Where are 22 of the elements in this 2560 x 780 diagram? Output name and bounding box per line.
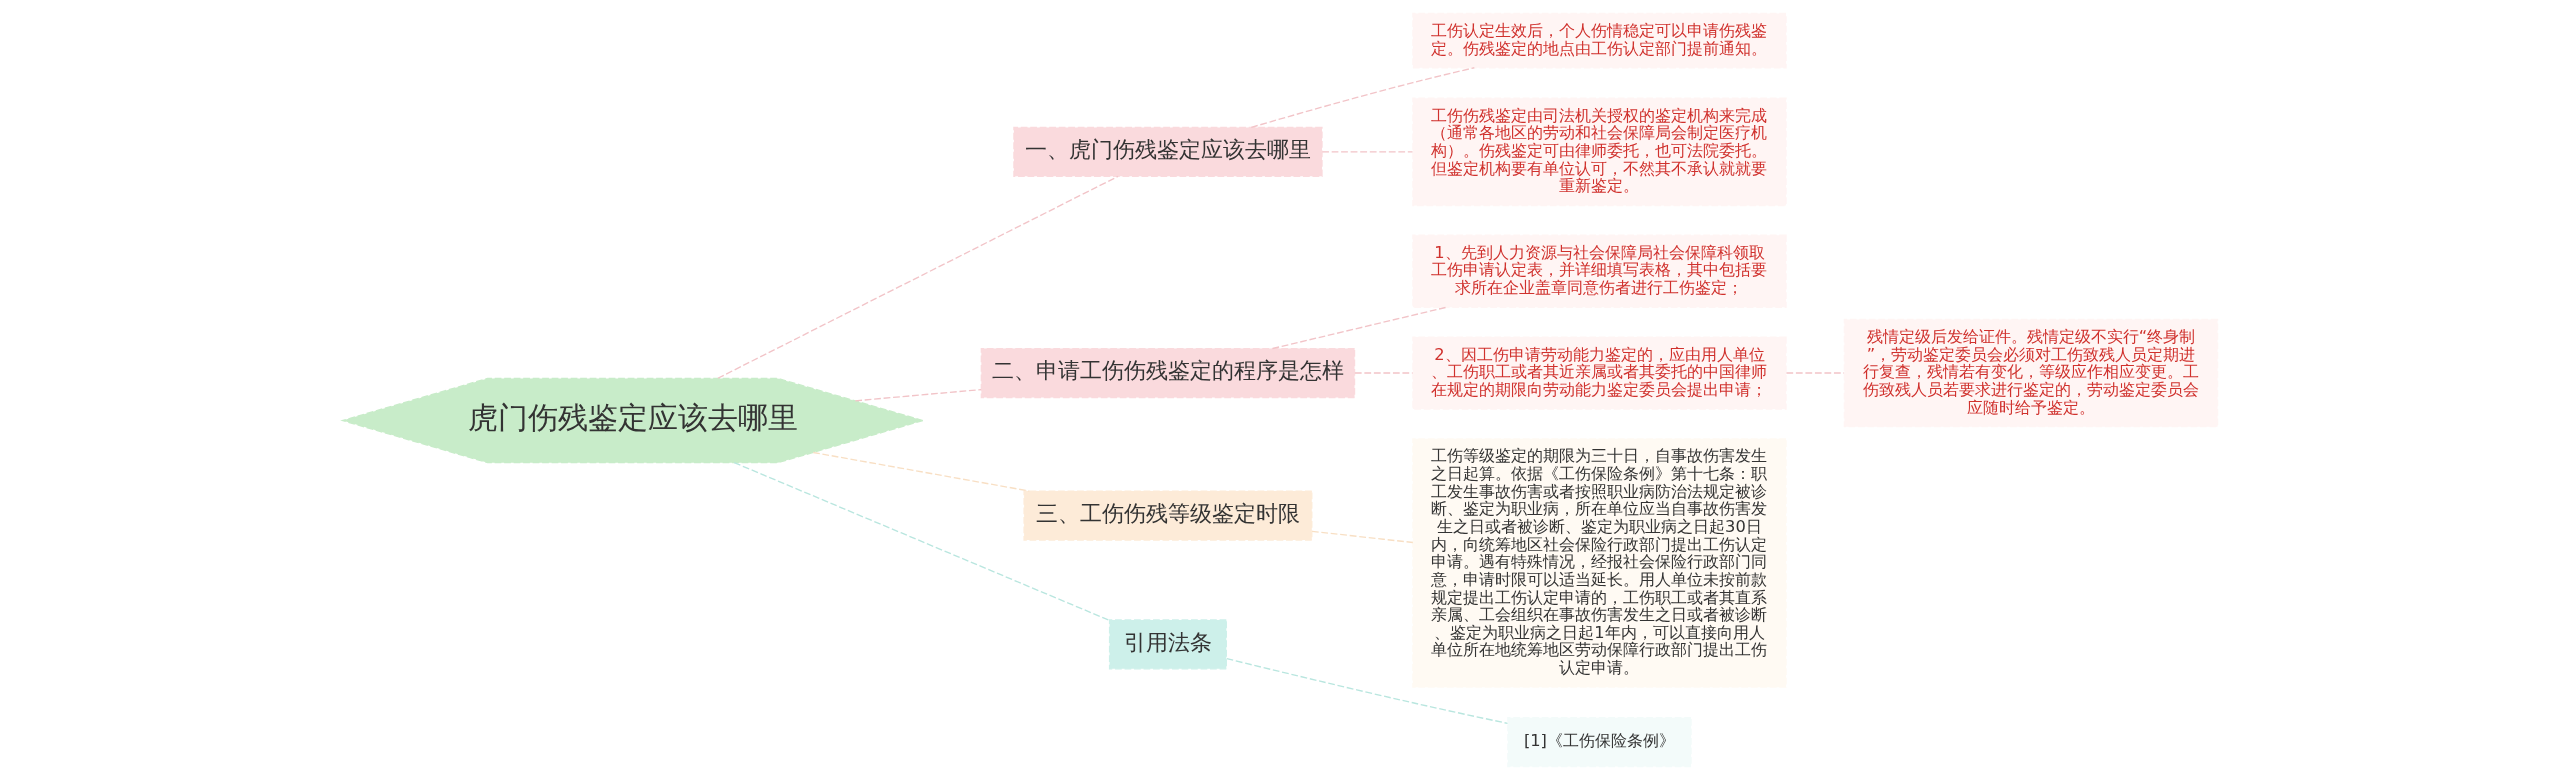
node-box: 2、因工伤申请劳动能力鉴定的，应由用人单位、工伤职工或者其近亲属或者其委托的中国律师在规定的期限向劳动能力鉴定委员会提出申请； — [1412, 336, 1787, 410]
connector — [1271, 306, 1447, 350]
connector — [1226, 657, 1509, 725]
connector — [717, 175, 1119, 379]
node-box: 三、工伤伤残等级鉴定时限 — [1023, 490, 1313, 541]
node-box: 引用法条 — [1108, 619, 1227, 670]
connector — [1785, 372, 1845, 374]
node-box: 二、申请工伤伤残鉴定的程序是怎样 — [980, 347, 1356, 399]
node-box: 一、虎门伤残鉴定应该去哪里 — [1013, 126, 1323, 177]
node-box: 工伤认定生效后，个人伤情稳定可以申请伤残鉴定。伤残鉴定的地点由工伤认定部门提前通知。 — [1412, 12, 1787, 69]
connector — [1321, 151, 1414, 153]
node-box: 工伤伤残鉴定由司法机关授权的鉴定机构来完成（通常各地区的劳动和社会保障局会制定医疗机构）。伤残鉴定可由律师委托，也可法院委托。但鉴定机构要有单位认可，不然其不承认就就要重新鉴定。 — [1412, 97, 1787, 207]
connector — [812, 451, 1030, 492]
connector — [1311, 530, 1414, 544]
node-box: 工伤等级鉴定的期限为三十日，自事故伤害发生之日起算。依据《工伤保险条例》第十七条：职工发生事故伤害或者按照职业病防治法规定被诊断、鉴定为职业病，所在单位应当自事故伤害发生之日或者被诊断、鉴定为职业病之日起30日内，向统筹地区社会保险行政部门提出工伤认定申请。遇有特殊情况，经报社会保险行政部门同意，申请时限可以适当延长。用人单位未按前款规定提出工伤认定申请的，工伤职工或者其直系亲属、工会组织在事故伤害发生之日或者被诊断、鉴定为职业病之日起1年内，可以直接向用人单位所在地统筹地区劳动保障行政部门提出工伤认定申请。 — [1412, 438, 1787, 688]
connector — [733, 461, 1111, 622]
connector — [854, 388, 982, 402]
node-box: 1、先到人力资源与社会保障局社会保障科领取工伤申请认定表，并详细填写表格，其中包括要求所在企业盖章同意伤者进行工伤鉴定； — [1412, 234, 1787, 308]
connector — [1250, 67, 1476, 129]
node-box: 残情定级后发给证件。残情定级不实行“终身制”，劳动鉴定委员会必须对工伤致残人员定期进行复查，残情若有变化，等级应作相应变更。工伤致残人员若要求进行鉴定的，劳动鉴定委员会应随时给予鉴定。 — [1843, 318, 2219, 428]
node-box: [1]《工伤保险条例》 — [1507, 717, 1692, 768]
connector — [1354, 372, 1414, 374]
